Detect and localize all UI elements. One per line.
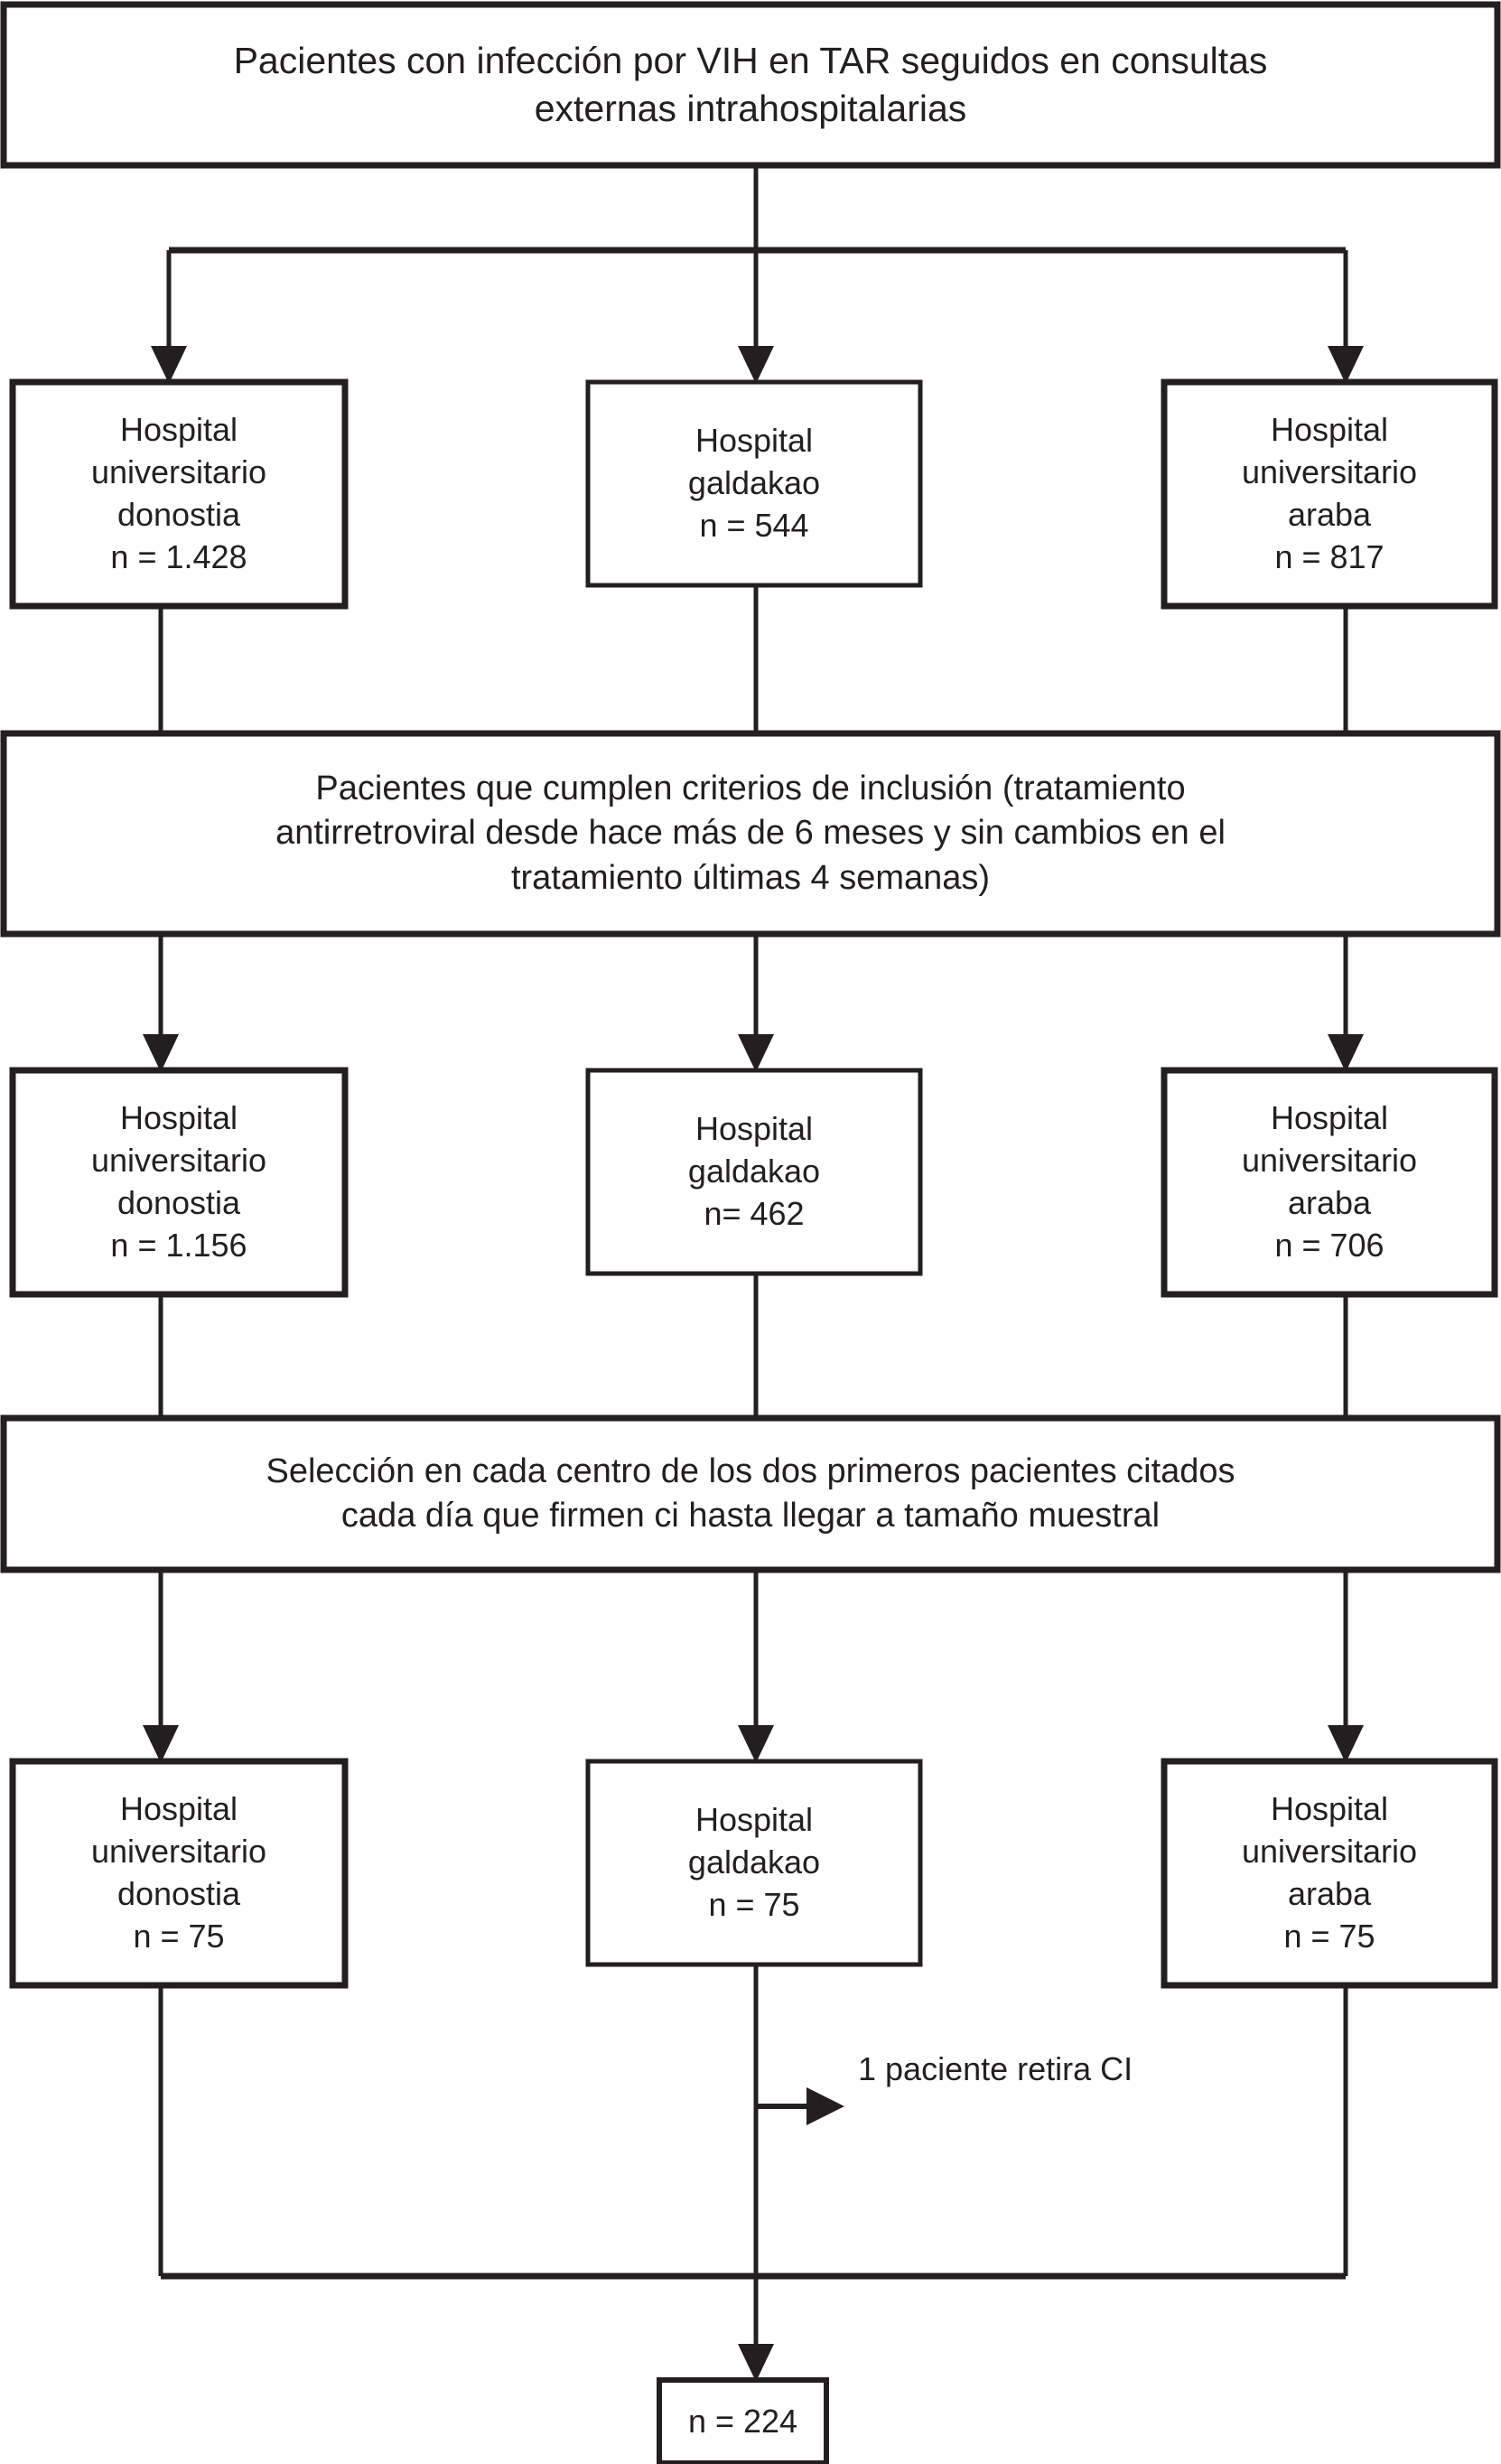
node-box-galdakao-1: [585, 379, 923, 588]
node-box-galdakao-3: [585, 1759, 923, 1967]
node-box-galdakao-2: [585, 1068, 923, 1276]
arrowhead-row2-left: [143, 1034, 179, 1072]
arrowhead-row1-right: [1328, 346, 1364, 384]
arrowhead-row1-mid: [738, 346, 774, 384]
label-withdrawal: 1 paciente retira CI: [858, 2049, 1237, 2091]
arrowhead-row2-mid: [738, 1034, 774, 1072]
node-box-donostia-2: [9, 1067, 349, 1298]
node-box-top: [0, 1, 1501, 169]
withdrawal-line-1: 1 paciente: [858, 2050, 1009, 2087]
arrowhead-final: [738, 2344, 774, 2382]
arrowhead-row2-right: [1328, 1034, 1364, 1072]
arrowhead-row1-left: [151, 346, 187, 384]
node-box-donostia-1: [9, 378, 349, 610]
node-box-araba-2: [1161, 1067, 1498, 1298]
arrowhead-row3-right: [1328, 1725, 1364, 1763]
node-box-final: [657, 2377, 829, 2464]
node-box-donostia-3: [9, 1758, 349, 1989]
arrowhead-withdrawal: [806, 2087, 844, 2125]
arrowhead-row3-left: [143, 1725, 179, 1763]
withdrawal-line-2: retira CI: [1017, 2050, 1133, 2087]
node-box-araba-3: [1161, 1758, 1498, 1989]
arrowhead-row3-mid: [738, 1725, 774, 1763]
node-box-araba-1: [1161, 378, 1498, 610]
node-box-selection: [0, 1414, 1501, 1573]
node-box-criteria: [0, 730, 1501, 938]
